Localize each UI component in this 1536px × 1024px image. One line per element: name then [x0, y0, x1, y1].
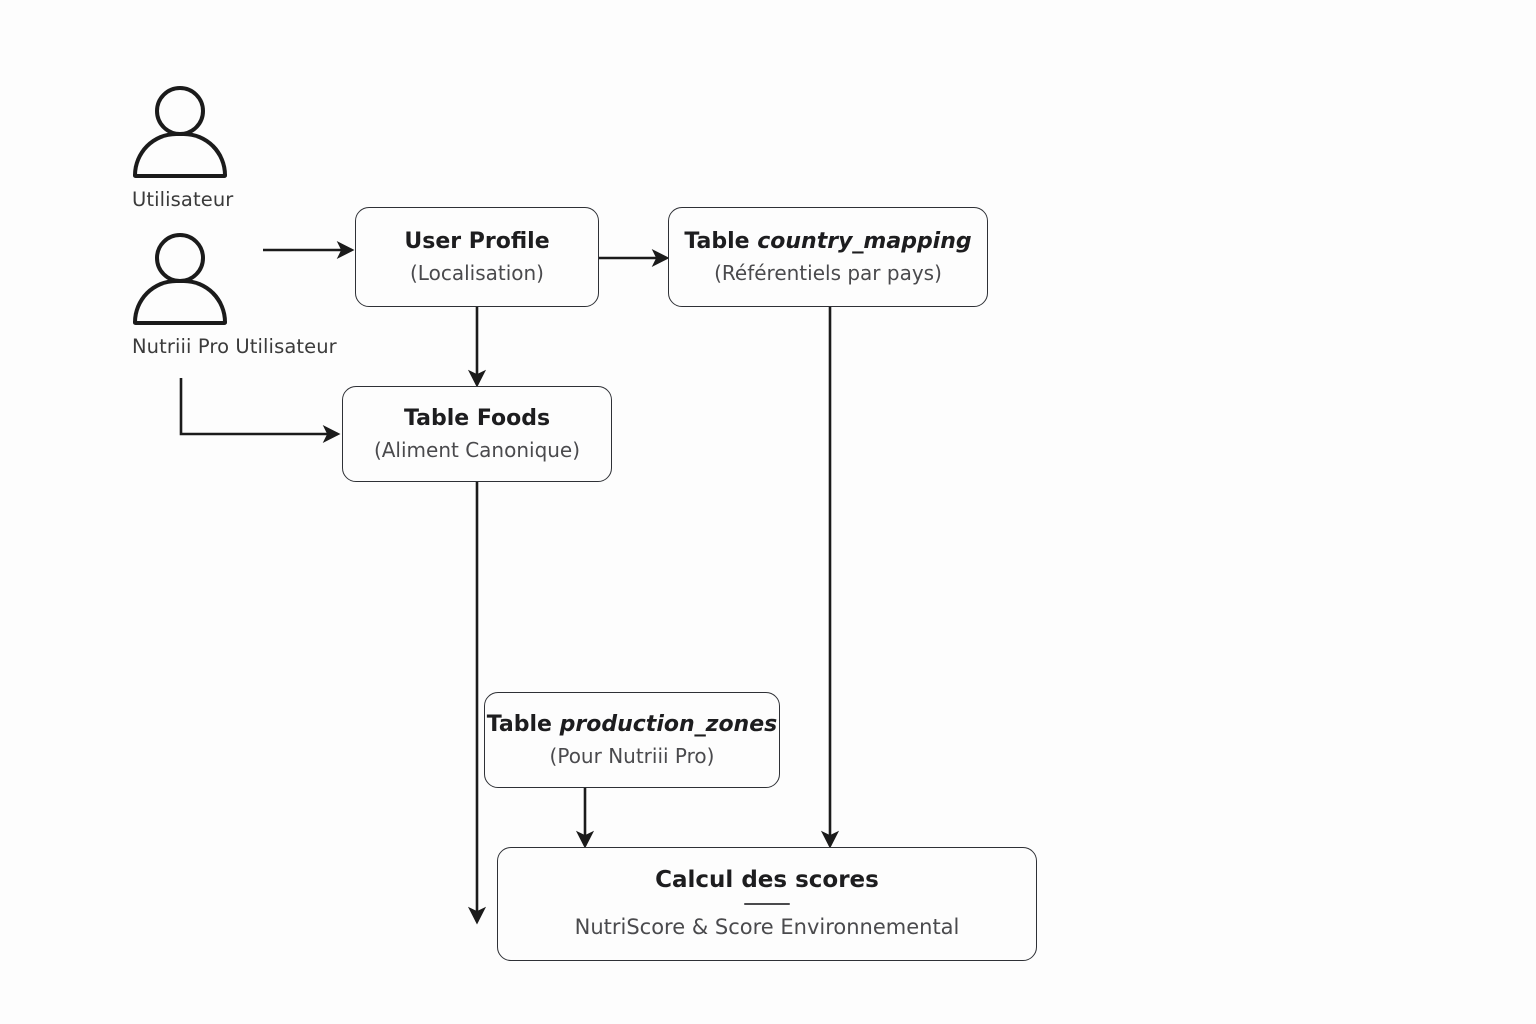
node-country-mapping-title-text: Table	[684, 229, 758, 255]
user-icon-head	[155, 233, 205, 283]
node-country-mapping[interactable]: Table country_mapping (Référentiels par …	[668, 207, 988, 307]
user-icon-body	[133, 132, 227, 178]
node-calcul-scores-title-text: Calcul des scores	[655, 867, 879, 894]
node-user-profile-title-text: User Profile	[404, 229, 550, 255]
node-user-profile-title: User Profile	[404, 229, 549, 254]
node-production-zones-title-text: Table	[486, 712, 560, 738]
node-country-mapping-subtitle: (Référentiels par pays)	[714, 260, 942, 285]
user-icon	[132, 233, 228, 325]
node-calcul-scores-divider	[744, 902, 790, 906]
user-icon	[132, 86, 228, 178]
user-icon-head	[155, 86, 205, 136]
node-production-zones[interactable]: Table production_zones (Pour Nutriii Pro…	[484, 692, 780, 788]
node-user-profile[interactable]: User Profile (Localisation)	[355, 207, 599, 307]
node-production-zones-title: Table production_zones	[487, 712, 777, 737]
node-country-mapping-title: Table country_mapping	[684, 229, 971, 254]
node-table-foods-title-text: Table Foods	[403, 406, 551, 432]
node-calcul-scores[interactable]: Calcul des scores NutriScore & Score Env…	[497, 847, 1037, 961]
node-production-zones-title-emphasis: production_zones	[559, 712, 778, 738]
node-calcul-scores-title: Calcul des scores	[655, 867, 879, 893]
node-production-zones-subtitle: (Pour Nutriii Pro)	[549, 743, 715, 768]
node-calcul-scores-subtitle: NutriScore & Score Environnemental	[574, 915, 960, 940]
actor-utilisateur[interactable]: Utilisateur	[132, 86, 234, 211]
user-icon-body	[133, 279, 227, 325]
node-country-mapping-title-emphasis: country_mapping	[757, 229, 972, 255]
node-table-foods[interactable]: Table Foods (Aliment Canonique)	[342, 386, 612, 482]
node-user-profile-subtitle: (Localisation)	[410, 260, 544, 285]
node-table-foods-title: Table Foods	[404, 406, 550, 431]
actor-nutriii-pro[interactable]: Nutriii Pro Utilisateur	[132, 233, 337, 358]
node-table-foods-subtitle: (Aliment Canonique)	[373, 437, 581, 462]
edge-actor-to-foods	[179, 378, 341, 444]
actor-nutriii-pro-label: Nutriii Pro Utilisateur	[132, 335, 337, 358]
actor-utilisateur-label: Utilisateur	[132, 188, 234, 211]
